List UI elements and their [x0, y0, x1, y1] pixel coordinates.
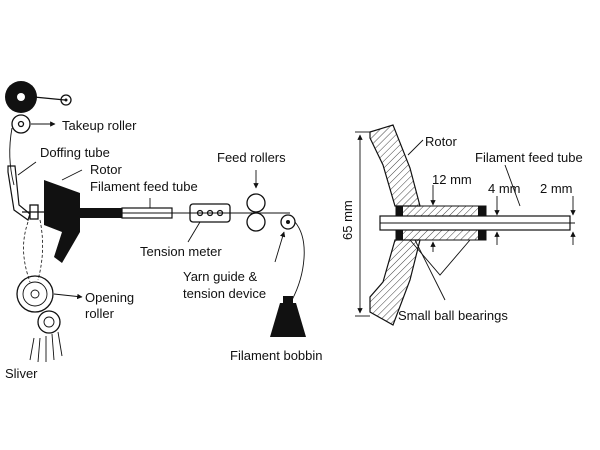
housing-bottom [395, 229, 487, 241]
fibre-stream [23, 221, 31, 283]
label-yarn-guide-2: tension device [183, 286, 266, 301]
rotor-section-upper [369, 124, 421, 207]
right-cross-section [355, 124, 576, 326]
label-opening-roller-1: Opening [85, 290, 134, 305]
label-filament-bobbin: Filament bobbin [230, 348, 323, 363]
label-yarn-guide-1: Yarn guide & [183, 269, 258, 284]
doffing-tube [7, 161, 37, 221]
label-doffing-tube: Doffing tube [40, 145, 110, 160]
filament-bobbin [270, 296, 306, 337]
filament-feed-tube [121, 198, 173, 219]
label-small-ball-bearings: Small ball bearings [398, 308, 508, 323]
left-schematic [5, 81, 306, 363]
label-takeup-roller: Takeup roller [62, 118, 137, 133]
bearing-4 [478, 230, 486, 240]
label-dim-65: 65 mm [340, 200, 355, 240]
label-tension-meter: Tension meter [140, 244, 222, 259]
rotor [44, 169, 122, 263]
feed-rollers [246, 170, 266, 232]
takeup-roller [11, 114, 56, 134]
label-filament-feed-tube-right: Filament feed tube [475, 150, 583, 165]
label-rotor-left: Rotor [90, 162, 122, 177]
label-filament-feed-tube-left: Filament feed tube [90, 179, 198, 194]
label-dim-4: 4 mm [488, 181, 521, 196]
bearing-3 [478, 206, 486, 216]
rotor-collar [29, 204, 39, 220]
bearing-2 [396, 230, 403, 240]
yarn-path-up [9, 127, 15, 186]
label-dim-2: 2 mm [540, 181, 573, 196]
label-feed-rollers: Feed rollers [217, 150, 286, 165]
label-rotor-right: Rotor [425, 134, 457, 149]
tension-meter [187, 203, 231, 243]
label-dim-12: 12 mm [432, 172, 472, 187]
yarn-guide [274, 214, 305, 301]
rotor-inner-cone [409, 239, 471, 276]
opening-roller [16, 275, 83, 334]
label-sliver: Sliver [5, 366, 38, 381]
housing-top [395, 205, 487, 217]
label-opening-roller-2: roller [85, 306, 115, 321]
bearing-1 [396, 206, 403, 216]
sliver-strands [29, 331, 63, 363]
takeup-drum [5, 81, 72, 113]
